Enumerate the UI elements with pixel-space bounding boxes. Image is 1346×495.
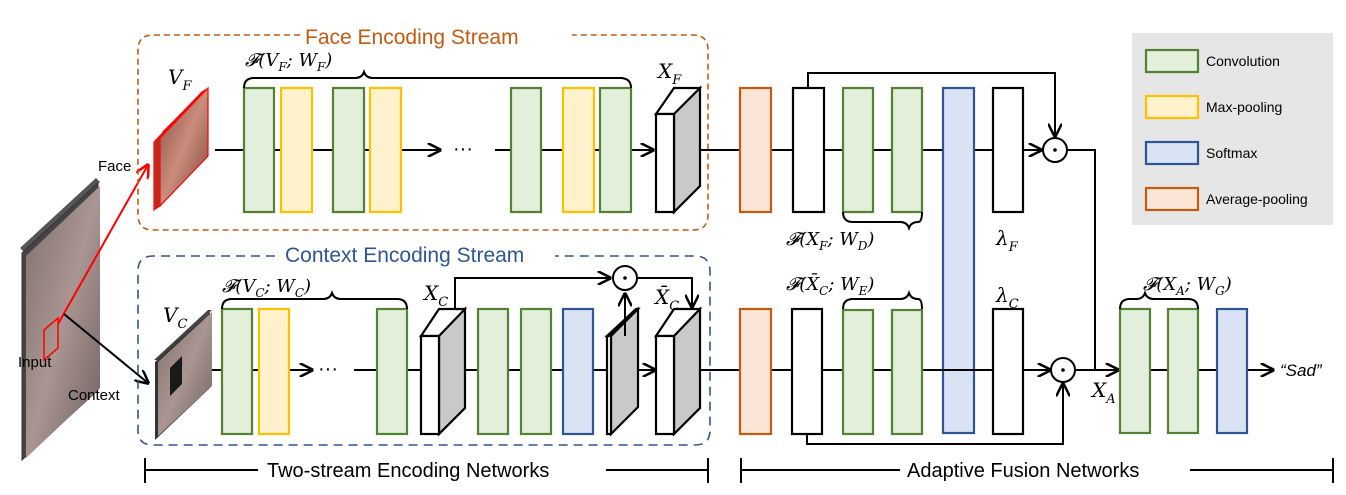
- lambda-context-block: [991, 307, 1025, 436]
- context-arrow: [63, 313, 148, 383]
- face-function-label: 𝓕(VF; WF): [245, 50, 332, 74]
- final-function-brace: [1119, 289, 1199, 310]
- context-input-frames: [154, 310, 212, 440]
- legend-swatch-maxpool: [1144, 94, 1200, 120]
- face-crop-arrow: [57, 165, 148, 325]
- attended-arrow: [637, 277, 692, 307]
- context-fusion-conv-1: [841, 308, 875, 436]
- context-fusion-conv-2: [890, 308, 924, 436]
- context-conv-block-1: [220, 307, 254, 436]
- context-feature-cuboid: [418, 306, 468, 437]
- face-conv-block-3: [509, 86, 543, 214]
- fusion-softmax-block: [941, 86, 976, 435]
- context-conv-block-2: [375, 307, 409, 436]
- context-input-image: [158, 312, 212, 436]
- adaptive-fusion-network: 𝓕(XF; WD) λF 𝓕(X̄C; WE) λC XA 𝓕(XA; WG): [700, 72, 1323, 445]
- legend: Convolution Max-pooling Softmax Average-…: [1132, 33, 1333, 225]
- context-fusion-function-label: 𝓕(X̄C; WE): [786, 272, 874, 298]
- legend-swatch-avgpool: [1144, 186, 1200, 212]
- attended-feature-symbol: X̄C: [653, 284, 679, 314]
- final-function-label: 𝓕(XA; WG): [1143, 274, 1232, 298]
- masked-face-region: [170, 356, 182, 396]
- product-dot-icon: [1053, 148, 1057, 152]
- final-conv-2: [1166, 307, 1200, 435]
- section-encoding-span: Two-stream Encoding Networks: [144, 458, 709, 483]
- context-maxpool-block-1: [257, 307, 291, 436]
- product-dot-icon: [623, 276, 627, 280]
- face-stream-border: [137, 34, 709, 231]
- face-input-frames: [153, 86, 209, 212]
- context-conv-block-4: [519, 307, 553, 436]
- context-encoding-stream: Context Encoding Stream VC ··· 𝓕(VC; WC)…: [137, 244, 711, 446]
- context-skip-line-fusion: [806, 384, 1063, 445]
- context-skip-line: [454, 278, 610, 309]
- context-stream-title: Context Encoding Stream: [285, 244, 524, 267]
- face-stream-title: Face Encoding Stream: [305, 26, 519, 49]
- face-conv-block-1: [242, 86, 276, 214]
- context-fusion-brace: [842, 289, 923, 310]
- face-feature-symbol: XF: [656, 59, 682, 88]
- face-label: Face: [98, 158, 131, 175]
- product-dot-icon: [1061, 368, 1065, 372]
- face-skip-line: [807, 72, 1055, 136]
- legend-label-avgpool: Average-pooling: [1206, 191, 1308, 207]
- legend-swatch-softmax: [1144, 140, 1200, 166]
- face-fusion-brace: [842, 211, 923, 232]
- legend-swatch-convolution: [1144, 48, 1200, 74]
- context-softmax-block: [561, 307, 595, 436]
- input-label: Input: [18, 354, 52, 371]
- face-fusion-conv-1: [841, 86, 875, 214]
- face-input-symbol: VF: [168, 65, 192, 94]
- face-conv-block-2: [331, 86, 366, 214]
- final-conv-1: [1118, 307, 1152, 435]
- context-label: Context: [68, 387, 121, 404]
- face-encoding-stream: Face Encoding Stream VF ··· 𝓕(VF; WF) X: [137, 26, 709, 231]
- face-fused-line: [1067, 149, 1096, 370]
- face-maxpool-block-3: [561, 86, 596, 214]
- section-fusion-label: Adaptive Fusion Networks: [907, 460, 1139, 482]
- lambda-face-block: [991, 86, 1025, 214]
- legend-label-softmax: Softmax: [1206, 145, 1257, 161]
- attended-feature-cuboid: [653, 306, 703, 437]
- context-function-brace: [221, 289, 408, 310]
- face-input-image: [159, 86, 209, 208]
- lambda-context-label: λC: [995, 283, 1019, 312]
- face-crop-box: [43, 316, 59, 362]
- input-image: [26, 186, 100, 458]
- section-fusion-span: Adaptive Fusion Networks: [740, 458, 1334, 483]
- context-function-label: 𝓕(VC; WC): [222, 276, 311, 300]
- fused-symbol: XA: [1090, 378, 1116, 407]
- attention-map-cuboid: [604, 306, 641, 437]
- final-softmax: [1215, 307, 1249, 435]
- face-avgpool-block: [738, 86, 773, 214]
- face-conv-block-4: [598, 86, 633, 214]
- context-pooled-vector: [790, 307, 824, 436]
- lambda-face-label: λF: [995, 226, 1019, 255]
- face-function-brace: [243, 68, 632, 89]
- context-ellipsis: ···: [318, 358, 338, 380]
- face-maxpool-block-2: [368, 86, 403, 214]
- context-input-symbol: VC: [163, 303, 187, 332]
- context-feature-symbol: XC: [422, 281, 448, 310]
- context-conv-block-3: [476, 307, 510, 436]
- face-ellipsis: ···: [453, 138, 473, 160]
- context-stream-border: [137, 255, 711, 446]
- face-pooled-vector: [791, 86, 826, 214]
- face-feature-cuboid: [653, 85, 703, 215]
- section-encoding-label: Two-stream Encoding Networks: [267, 460, 549, 482]
- legend-label-maxpool: Max-pooling: [1206, 99, 1282, 115]
- face-fusion-function-label: 𝓕(XF; WD): [786, 229, 874, 253]
- legend-label-convolution: Convolution: [1206, 53, 1280, 69]
- context-avgpool-block: [738, 307, 773, 436]
- face-maxpool-block-1: [279, 86, 314, 214]
- face-fusion-conv-2: [890, 86, 924, 214]
- output-label: “Sad”: [1280, 361, 1323, 380]
